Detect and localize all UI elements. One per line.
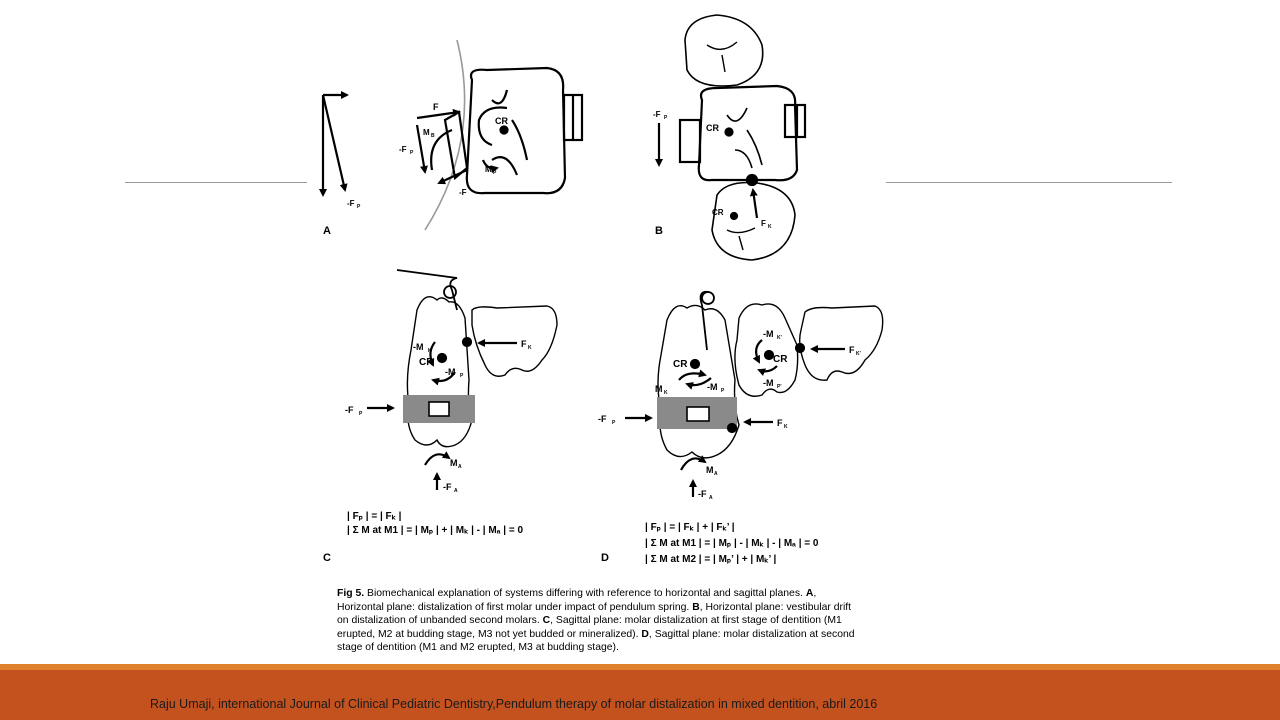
- label-b-neg-fp: -F: [653, 110, 661, 119]
- label-b-cr-upper: CR: [706, 123, 719, 133]
- label-d-fk-sub: K: [784, 424, 788, 430]
- label-mp-sub: P: [493, 170, 497, 176]
- label-fp-sub: P: [410, 150, 414, 156]
- label-d-mpp-sub: P': [777, 384, 782, 390]
- equation-c-1: | Fₚ | = | Fₖ |: [347, 511, 402, 522]
- label-d-ma: M: [706, 465, 714, 475]
- equation-c-2: | Σ M at M1 | = | Mₚ | + | Mₖ | - | Mₐ |…: [347, 525, 523, 536]
- accent-bar: [0, 664, 1280, 670]
- panel-letter-d: D: [601, 552, 609, 564]
- label-d-fp-sub: P: [612, 420, 616, 426]
- equation-d-3: | Σ M at M2 | = | Mₚ’ | + | Mₖ’ |: [645, 554, 777, 565]
- label-b-fk-sub: K: [768, 224, 772, 230]
- panel-c-labels: -M K CR -M P -F P F K M A -F A | Fₚ | = …: [323, 339, 532, 564]
- equation-d-1: | Fₚ | = | Fₖ | + | Fₖ’ |: [645, 522, 735, 533]
- label-d-neg-fp: -F: [598, 414, 607, 424]
- caption-letter-d: D: [641, 628, 649, 640]
- panel-letter-a: A: [323, 225, 331, 237]
- caption-fig-label: Fig 5.: [337, 588, 365, 599]
- label-b-fp-sub: P: [664, 115, 668, 121]
- footer-bar: [0, 670, 1280, 720]
- caption-letter-c: C: [542, 615, 551, 627]
- label-c-mk-sub: K: [428, 348, 432, 354]
- label-f: F: [433, 102, 439, 112]
- figure-image: CR F M B -F P M P -F -F P A -F P CR CR: [307, 0, 886, 678]
- label-c-ma-sub: A: [458, 464, 462, 470]
- label-mb-sub: B: [431, 133, 435, 139]
- label-d-fa-sub: A: [709, 495, 713, 501]
- panel-d: [625, 290, 884, 497]
- label-d-fk: F: [777, 418, 783, 428]
- label-d-neg-fa: -F: [698, 489, 707, 499]
- caption-text-d: , Sagittal plane: molar distalization at…: [337, 628, 855, 654]
- footer-citation: Raju Umaji, international Journal of Cli…: [150, 697, 878, 711]
- label-neg-f: -F: [459, 188, 467, 197]
- label-d-neg-mp: -M: [707, 382, 718, 392]
- divider-right: [886, 182, 1172, 183]
- label-c-fa-sub: A: [454, 488, 458, 494]
- label-cr: CR: [495, 116, 508, 126]
- panel-b-labels: -F P CR CR F K B: [653, 110, 772, 237]
- panel-letter-c: C: [323, 552, 331, 564]
- figure-caption: Fig 5. Biomechanical explanation of syst…: [337, 587, 861, 655]
- label-d-mk: M: [655, 384, 663, 394]
- label-d-neg-mpp: -M: [763, 378, 774, 388]
- label-c-mp-sub: P: [460, 373, 464, 379]
- caption-text-intro: Biomechanical explanation of systems dif…: [364, 588, 806, 599]
- label-mb: M: [423, 128, 430, 137]
- label-neg-fp: -F: [399, 145, 407, 154]
- label-c-fk: F: [521, 339, 527, 349]
- label-vec-neg-fp: -F: [347, 199, 355, 208]
- label-d-neg-mkp: -M: [763, 329, 774, 339]
- label-c-neg-mk: -M: [413, 342, 424, 352]
- label-mp: M: [485, 165, 492, 174]
- label-d-fkp: F: [849, 345, 855, 355]
- label-c-fp-sub: P: [359, 411, 363, 417]
- label-c-neg-mp: -M: [445, 367, 456, 377]
- label-d-mkp-sub: K': [777, 335, 782, 341]
- panel-a-labels: CR F M B -F P M P -F -F P A: [323, 102, 508, 237]
- figure-drawing: CR F M B -F P M P -F -F P A -F P CR CR: [319, 14, 884, 565]
- label-d-mk-sub: K: [664, 390, 668, 396]
- label-d-ma-sub: A: [714, 471, 718, 477]
- divider-left: [125, 182, 307, 183]
- label-b-cr-lower: CR: [712, 208, 724, 217]
- caption-text-c: , Sagittal plane: molar distalization at…: [337, 615, 842, 640]
- equation-d-2: | Σ M at M1 | = | Mₚ | - | Mₖ | - | Mₐ |…: [645, 538, 819, 549]
- caption-text-b: , Horizontal plane: vestibular drift on …: [337, 601, 852, 627]
- panel-b: [655, 14, 807, 261]
- panel-letter-b: B: [655, 225, 663, 237]
- panel-d-labels: CR M K -M P -M K' CR -M P' F K' -F P F K…: [598, 329, 861, 565]
- caption-letter-a: A: [805, 588, 814, 599]
- label-d-mp-sub: P: [721, 388, 725, 394]
- caption-letter-b: B: [692, 601, 700, 613]
- label-c-fk-sub: K: [528, 345, 532, 351]
- label-vec-fp-sub: P: [357, 204, 361, 210]
- label-d-cr-left: CR: [673, 359, 688, 370]
- label-c-neg-fa: -F: [443, 482, 452, 492]
- label-c-ma: M: [450, 458, 458, 468]
- label-c-cr: CR: [419, 357, 434, 368]
- label-d-fkp-sub: K': [856, 351, 861, 357]
- label-c-neg-fp: -F: [345, 405, 354, 415]
- panel-c: [367, 269, 558, 490]
- label-b-fk: F: [761, 219, 766, 228]
- caption-text-a: , Horizontal plane: distalization of fir…: [337, 588, 817, 613]
- panel-a: [319, 39, 584, 231]
- label-d-cr-right: CR: [773, 354, 788, 365]
